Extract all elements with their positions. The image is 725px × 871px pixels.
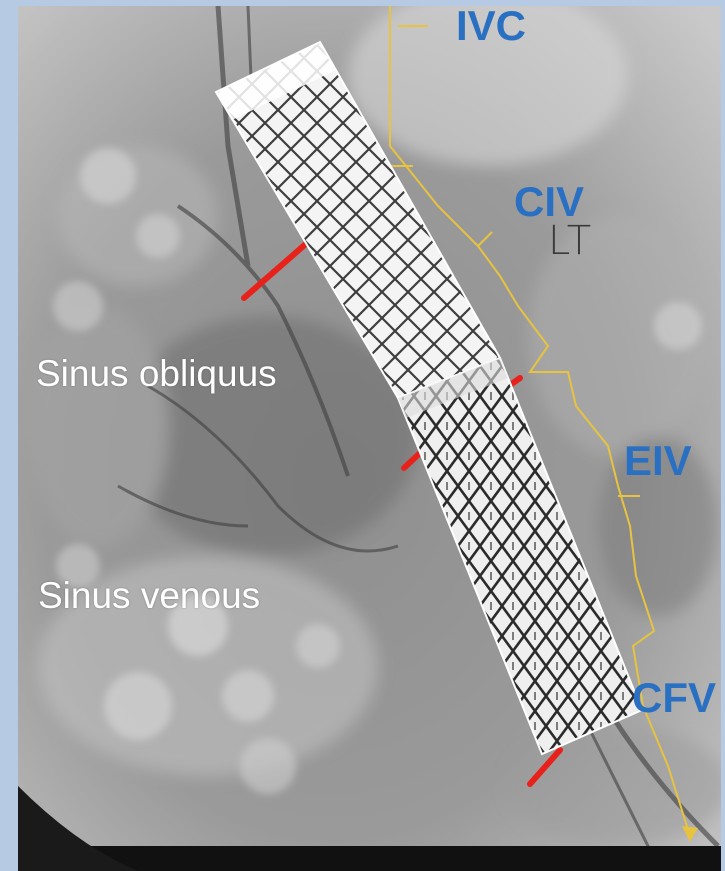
label-sinus-venous: Sinus venous — [38, 575, 260, 617]
label-cfv: CFV — [632, 674, 716, 722]
venogram-image: LT — [18, 6, 721, 871]
label-civ: CIV — [514, 178, 584, 226]
label-sinus-obliquus: Sinus obliquus — [36, 353, 277, 395]
label-ivc: IVC — [456, 2, 526, 50]
label-eiv: EIV — [624, 437, 692, 485]
xray-graphic — [18, 6, 721, 871]
